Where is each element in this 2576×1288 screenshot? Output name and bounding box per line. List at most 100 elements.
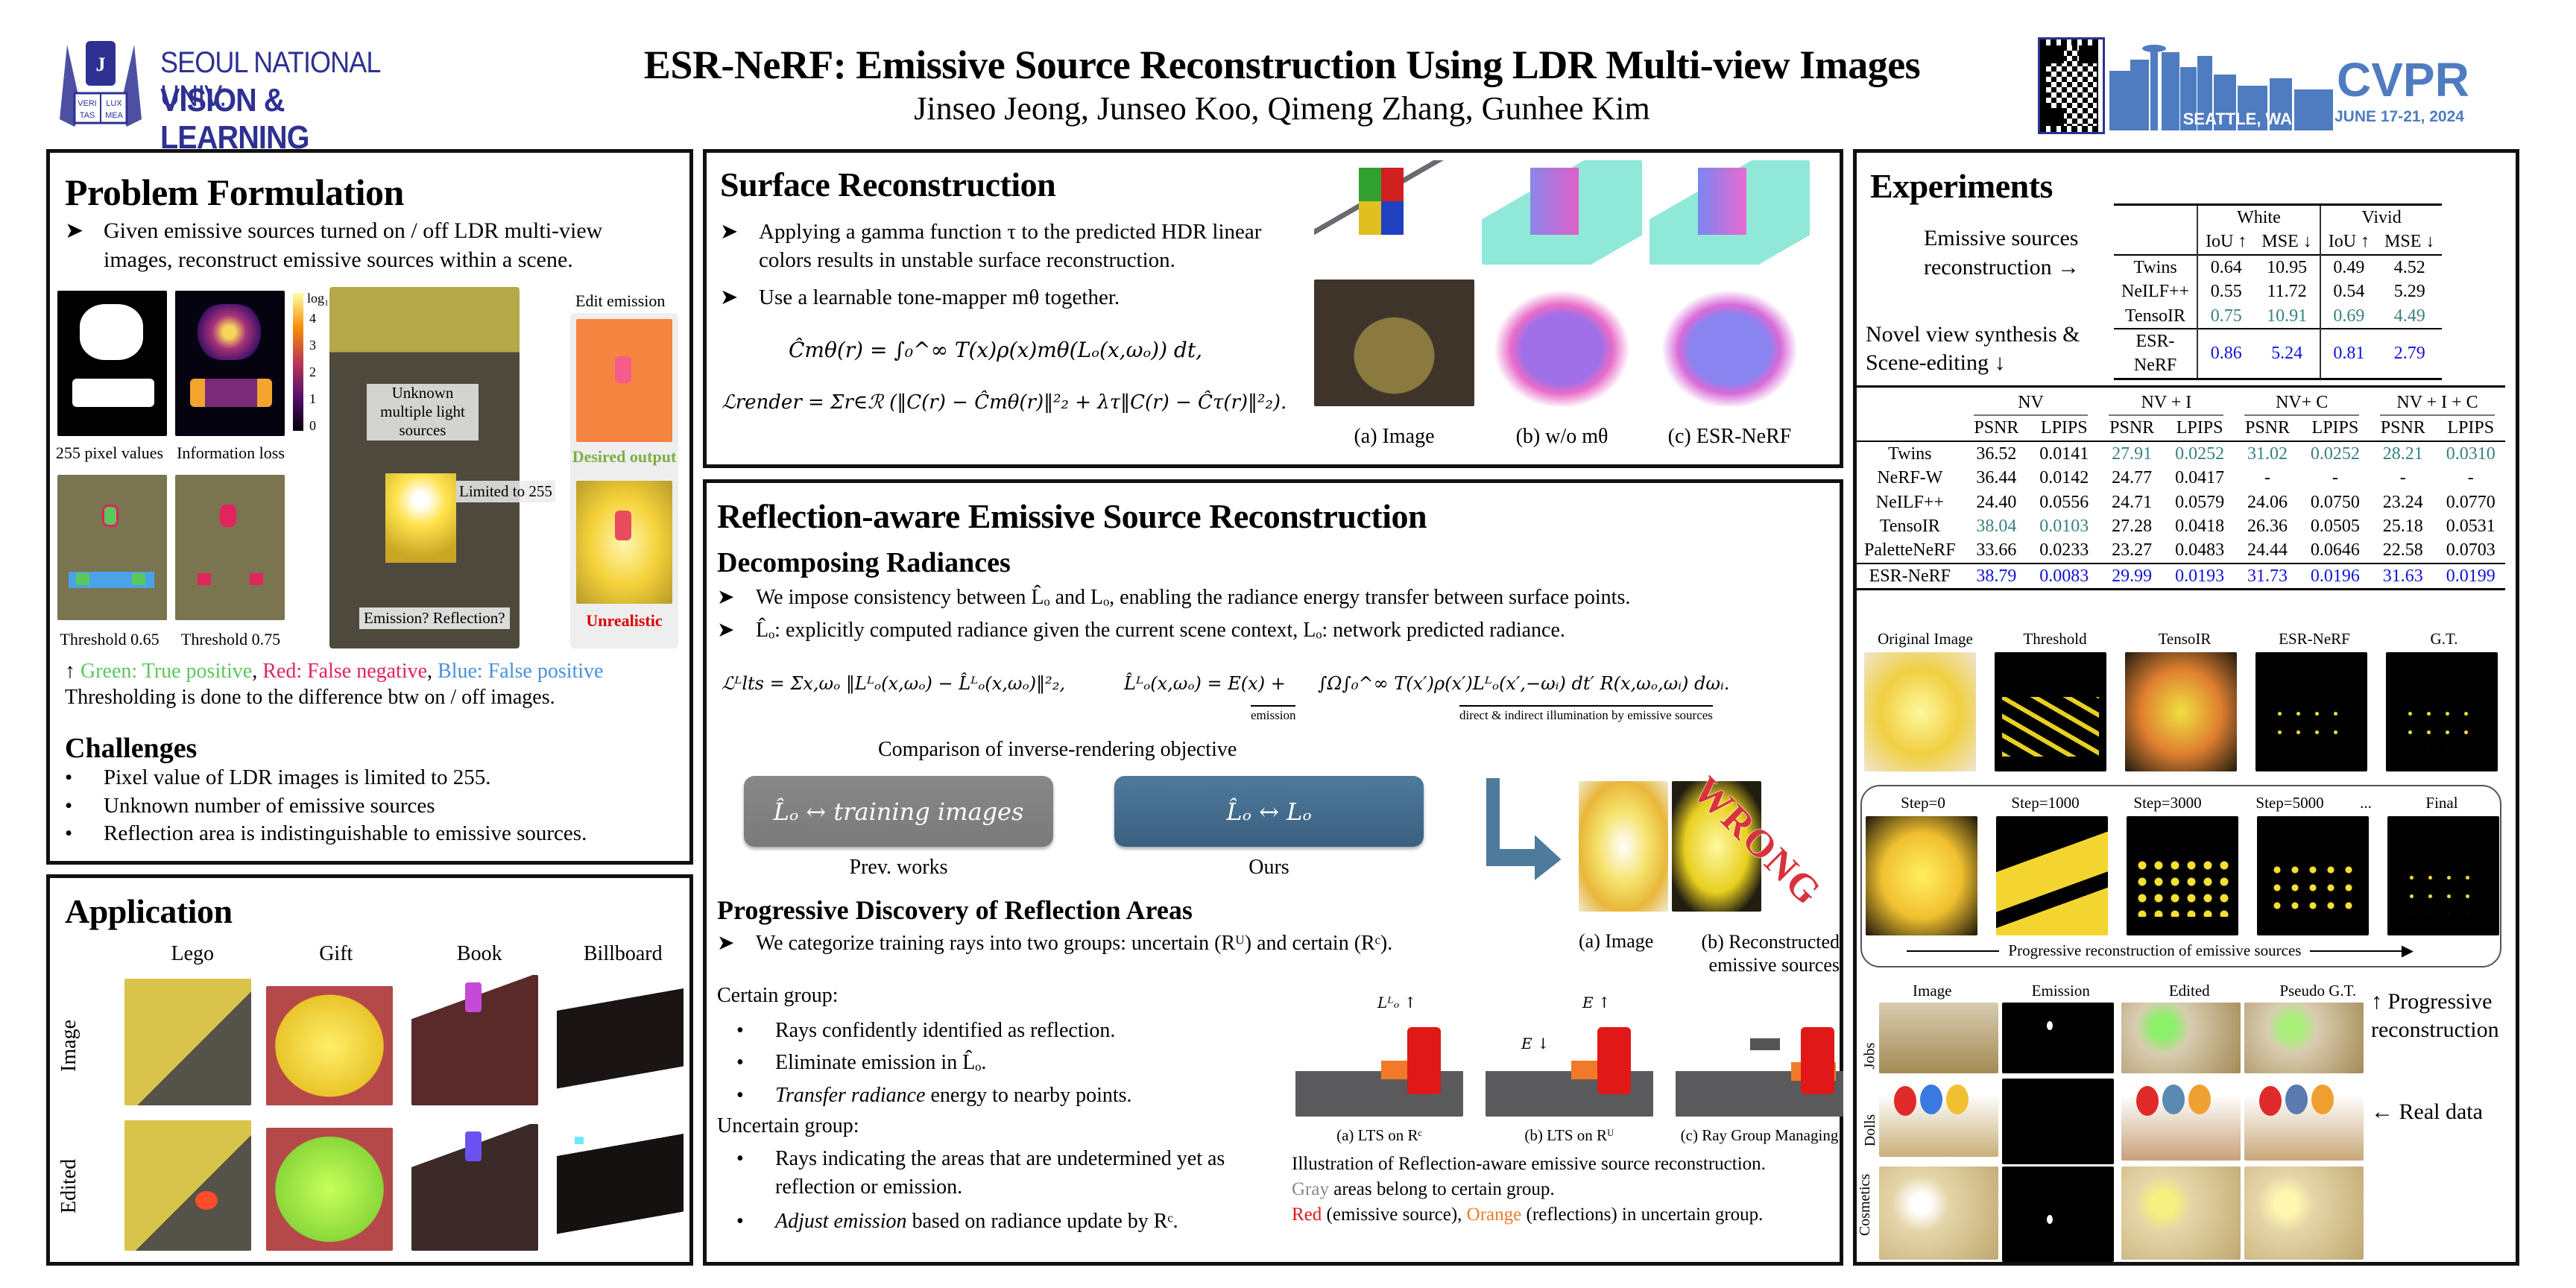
ours-label: Ours [1248, 856, 1289, 879]
uncertain-item: •Adjust emission based on radiance updat… [736, 1209, 1178, 1233]
app-billboard-edited [557, 1128, 684, 1247]
real-jobs-pseudo-gt [2244, 1003, 2364, 1073]
row-method: ESR-NeRF [1869, 566, 1951, 586]
step-3000-image [2127, 816, 2238, 935]
equation-lhat-left: L̂ᴸₒ(x,ωₒ) = E(x) + [1124, 673, 1286, 694]
conf-location: SEATTLE, WA [2183, 110, 2292, 128]
real-dolls-pseudo-gt [2244, 1079, 2364, 1161]
lab-name-line1: SEOUL NATIONAL UNIV. [160, 46, 380, 113]
table-cell: 0.49 [2319, 254, 2378, 280]
real-dolls-image [1879, 1079, 1998, 1157]
step-0-image [1866, 816, 1977, 935]
ours-box: L̂ₒ ↔ Lₒ [1114, 776, 1424, 847]
illus-label-e-up: E ↑ [1582, 994, 1611, 1011]
uncertain-item: •Rays indicating the areas that are unde… [736, 1147, 1225, 1199]
table-cell: 4.49 [2393, 306, 2425, 326]
surface-panel: Surface Reconstruction ➤ Applying a gamm… [703, 149, 1843, 468]
experiments-title: Experiments [1870, 167, 2053, 205]
desired-output-label: Desired output [572, 447, 677, 466]
uncertain-group-list: •Rays indicating the areas that are unde… [736, 1145, 1273, 1235]
row-label-edited: Edited [57, 1158, 80, 1213]
row-method: NeILF++ [1875, 492, 1944, 512]
gift-image-a [1579, 781, 1668, 912]
arrow-bullet-icon: ➤ [717, 586, 735, 609]
real-cosmetics-edited [2121, 1167, 2241, 1260]
surface-caption-a: (a) Image [1354, 425, 1435, 448]
table-cell: 23.24 [2382, 492, 2423, 512]
table-cell: 11.72 [2267, 282, 2307, 302]
table-cell: 29.99 [2112, 566, 2153, 586]
image-threshold-065 [57, 475, 167, 620]
challenge-item: •Pixel value of LDR images is limited to… [65, 765, 491, 789]
prev-works-box: L̂ₒ ↔ training images [744, 776, 1053, 847]
table-cell: 0.75 [2197, 303, 2255, 329]
table-cell: 0.0417 [2175, 468, 2225, 488]
step-final-image [2387, 816, 2499, 935]
table-cell: 0.0199 [2446, 566, 2496, 586]
table-cell: 0.0750 [2310, 492, 2360, 512]
brace-emission-label: emission [1251, 705, 1296, 723]
table-cell: 36.52 [1976, 443, 2017, 464]
app-gift-edited [266, 1128, 393, 1251]
real-row-label-jobs: Jobs [1861, 1042, 1878, 1070]
equation-render-loss: ℒrender = Σr∈ℛ (‖C(r) − Ĉmθ(r)‖²₂ + λτ‖C… [722, 391, 1287, 414]
table-cell: 0.0142 [2039, 468, 2089, 488]
column-header: LPIPS [2311, 418, 2359, 438]
conf-name: CVPR [2337, 53, 2469, 107]
surface-rubik-esr-nerf [1650, 160, 1810, 265]
svg-text:J: J [96, 54, 106, 75]
table-cell: 0.81 [2319, 328, 2378, 379]
certain-item: •Transfer radiance energy to nearby poin… [736, 1083, 1132, 1107]
image-255-pixel-values [57, 291, 167, 436]
poster-authors: Jinseo Jeong, Junseo Koo, Qimeng Zhang, … [914, 90, 1650, 127]
row-method: PaletteNeRF [1864, 540, 1956, 561]
table-cell: 26.36 [2247, 516, 2288, 536]
table-cell: 0.0083 [2039, 566, 2089, 586]
progressive-caption: Progressive reconstruction of emissive s… [1907, 941, 2414, 960]
certain-item: •Eliminate emission in L̂ₒ. [736, 1051, 987, 1075]
column-header: LPIPS [2176, 418, 2223, 438]
surface-bear-image [1314, 280, 1474, 406]
challenges-list: •Pixel value of LDR images is limited to… [65, 764, 587, 848]
compare-threshold [1995, 652, 2106, 771]
step-headers: Step=0 Step=1000 Step=3000 Step=5000 ...… [1901, 794, 2458, 812]
novel-label: Novel view synthesis & Scene-editing ↓ [1866, 322, 2080, 375]
arrow-right-icon: ▶ [2401, 941, 2414, 959]
table-cell: 24.40 [1976, 492, 2017, 512]
table-cell: 0.0196 [2310, 566, 2360, 586]
certain-item: •Rays confidently identified as reflecti… [736, 1019, 1116, 1042]
surface-rubik-image [1314, 160, 1474, 265]
row-label-image: Image [57, 1020, 80, 1072]
table-cell: 23.27 [2112, 540, 2153, 561]
svg-text:TAS: TAS [80, 111, 95, 120]
caption-information-loss: Information loss [177, 443, 285, 462]
table-cell: 0.0103 [2039, 516, 2089, 536]
equation-lts-loss: ℒᴸlts = Σx,ωₒ ‖Lᴸₒ(x,ωₒ) − L̂ᴸₒ(x,ωₒ)‖²₂… [722, 673, 1065, 694]
lego-scene-image [329, 287, 520, 648]
table-cell: 0.0646 [2310, 540, 2360, 561]
illus-description: Illustration of Reflection-aware emissiv… [1292, 1154, 1766, 1225]
table-cell: 28.21 [2382, 443, 2423, 464]
progressive-callout: Step=0 Step=1000 Step=3000 Step=5000 ...… [1860, 785, 2501, 967]
table-cell: - [2399, 468, 2406, 488]
image-unrealistic [576, 481, 672, 604]
real-row-label-dolls: Dolls [1862, 1114, 1879, 1147]
image-information-loss [175, 291, 285, 436]
edit-emission-label: Edit emission [575, 291, 666, 310]
table-cell: 0.0418 [2175, 516, 2225, 536]
threshold-legend: ↑ Green: True positive, Red: False negat… [65, 660, 604, 683]
compare-tensoir [2125, 652, 2237, 771]
decomp-bullet-2: ➤ L̂ₒ: explicitly computed radiance give… [717, 617, 1565, 644]
colorbar-label: log₁₀ [307, 291, 334, 306]
unrealistic-label: Unrealistic [586, 611, 663, 630]
qr-code[interactable] [2038, 37, 2105, 134]
table-cell: 0.0252 [2310, 443, 2360, 464]
caption-255-pixel: 255 pixel values [55, 443, 164, 462]
table-cell: 24.77 [2112, 468, 2153, 488]
table-cell: 27.28 [2112, 516, 2153, 536]
svg-text:MEA: MEA [105, 111, 124, 120]
table-cell: 38.79 [1976, 566, 2017, 586]
lab-logo: J VERI LUX TAS MEA SEOUL NATIONAL UNIV. … [52, 30, 455, 156]
